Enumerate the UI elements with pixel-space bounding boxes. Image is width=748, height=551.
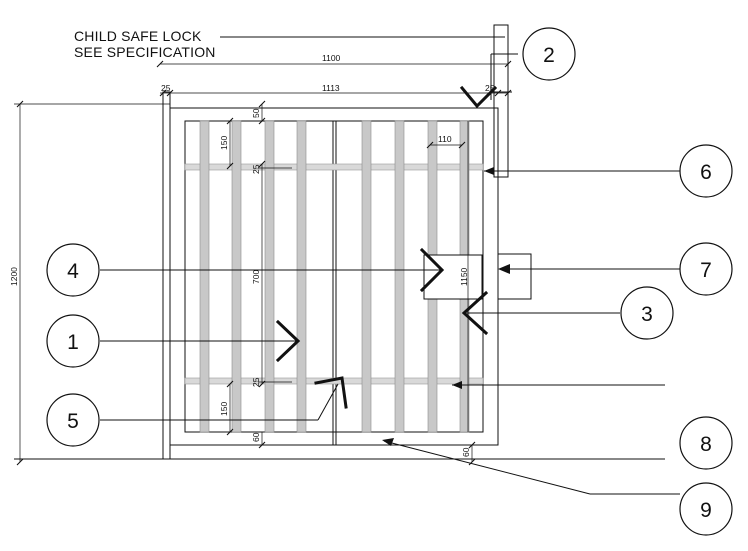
callout-number-8: 8 [700,433,712,456]
lock-post [493,24,509,178]
arrowhead-8 [452,381,462,389]
picket-1 [199,120,210,433]
top-rail [184,163,484,171]
arrowhead-4 [419,247,445,293]
callout-circle-9 [679,482,733,536]
callout-number-9: 9 [700,499,712,522]
dim-110: 110 [438,134,452,144]
latch-housing [497,253,532,300]
callout-circle-1 [46,314,100,368]
dim-1150: 1150 [459,267,469,286]
dim-150-top: 150 [219,136,229,150]
callout-number-3: 3 [641,303,653,326]
picket-2 [231,120,242,433]
dim-25-left: 25 [161,83,171,93]
callout-circles [46,27,733,536]
dim-1100: 1100 [322,53,341,63]
picket-3 [264,120,275,433]
dim-1113: 1113 [322,83,340,93]
callout-circle-3 [620,286,674,340]
dim-60-left: 60 [251,432,261,442]
callout-arrowheads [275,85,498,409]
dimension-ticks [16,60,512,466]
callout-number-4: 4 [67,260,79,283]
callout-circle-4 [46,243,100,297]
picket-4 [296,120,307,433]
arrowhead-3 [461,290,489,336]
arrowhead-9 [382,438,394,446]
leader-5-slant [317,383,339,421]
left-post [162,91,171,460]
arrowhead-1 [275,319,301,363]
callout-circle-7 [679,242,733,296]
callout-leaders [100,53,680,495]
note-see-specification: SEE SPECIFICATION [74,44,216,60]
dim-60-right: 60 [461,447,471,457]
dim-1200: 1200 [9,267,19,286]
callout-number-2: 2 [543,44,555,67]
note-child-safe-lock: CHILD SAFE LOCK [74,28,202,44]
leader-9-slant [383,440,591,495]
dim-700: 700 [251,270,261,284]
callout-number-5: 5 [67,410,79,433]
callout-circle-5 [46,393,100,447]
arrowhead-7 [498,264,510,274]
callout-number-6: 6 [700,161,712,184]
picket-6 [394,120,405,433]
callout-number-1: 1 [67,331,79,354]
arrowhead-6 [484,167,494,175]
callout-circle-2 [522,27,576,81]
gate-inner-frame [184,120,484,433]
dim-25-bottom-rail: 25 [251,377,261,387]
dim-50: 50 [251,108,261,118]
dim-150-bottom: 150 [219,402,229,416]
arrowhead-5 [314,376,348,409]
arrowhead-2 [459,85,498,109]
callout-circle-8 [679,416,733,470]
dim-25-right: 25 [485,83,495,93]
picket-5 [361,120,372,433]
small-arrowheads [382,167,510,446]
dim-25-top-rail: 25 [251,164,261,174]
callout-circle-6 [679,144,733,198]
callout-number-7: 7 [700,259,712,282]
